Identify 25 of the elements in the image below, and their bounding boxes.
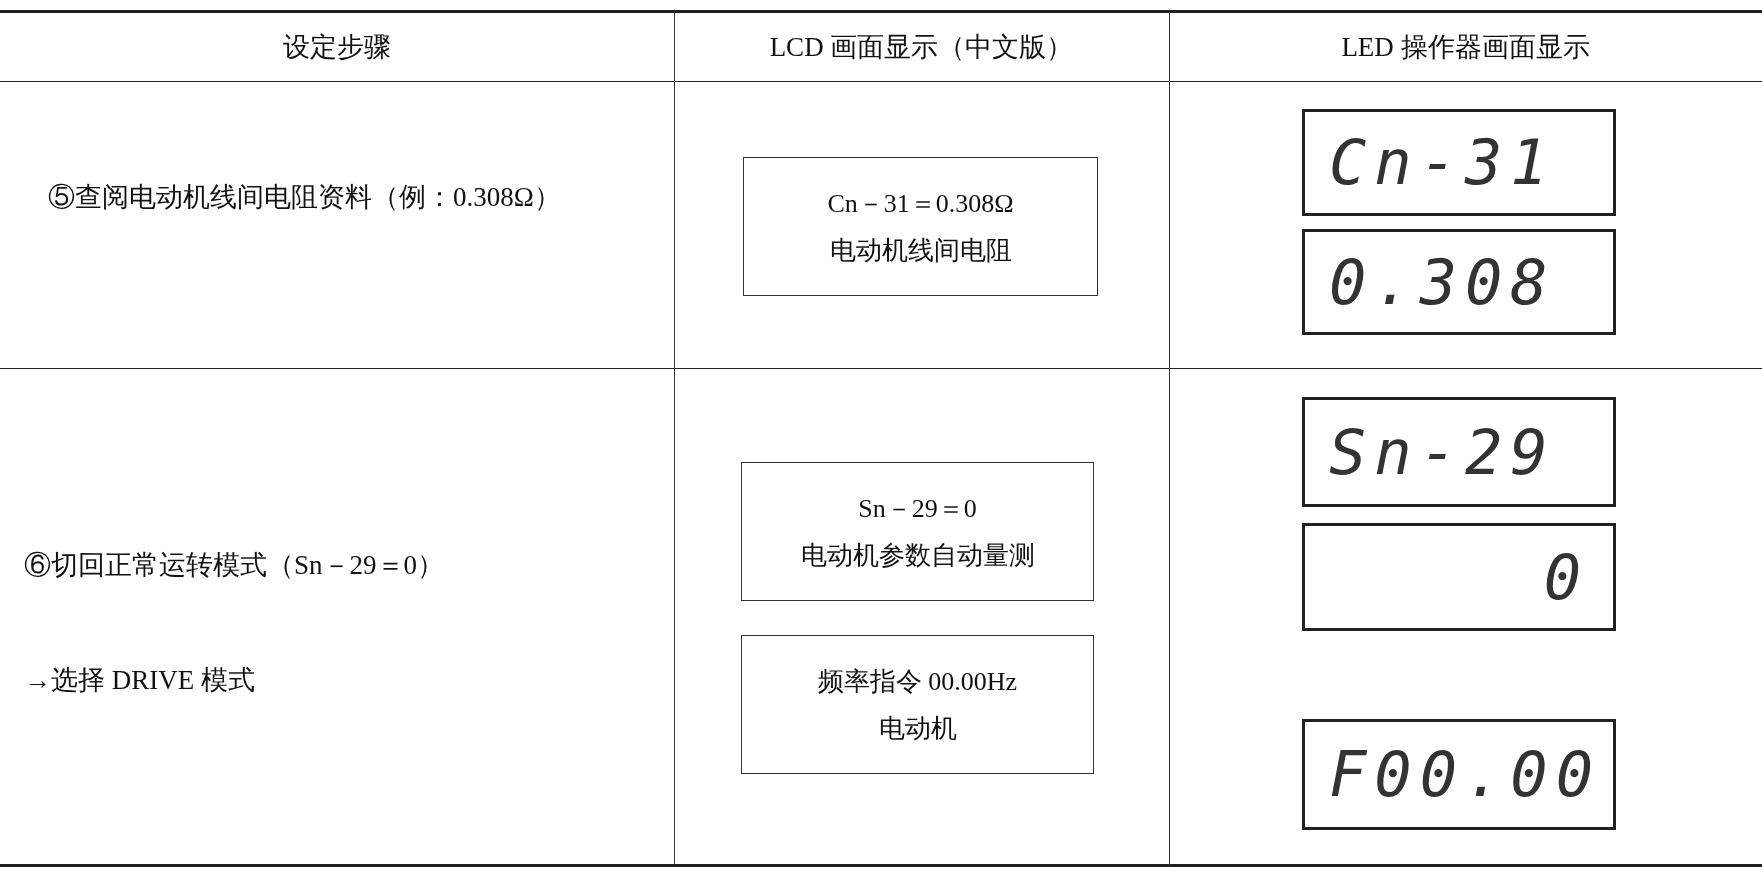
led-display [1302, 719, 1616, 830]
lcd-screen-box [743, 157, 1098, 296]
led-display [1302, 397, 1616, 507]
lcd-screen-box [741, 635, 1094, 774]
led-display [1302, 109, 1616, 216]
lcd-text: Cn－31＝0.308Ω [827, 187, 1014, 220]
lcd-text: 电动机参数自动量测 [800, 539, 1035, 572]
lcd-text: Sn－29＝0 [858, 492, 977, 525]
step-text: ⑤查阅电动机线间电阻资料（例：0.308Ω） [47, 181, 562, 214]
led-readout: 0 [1543, 540, 1589, 614]
led-readout: F00.00 [1329, 738, 1601, 811]
lcd-text: 频率指令 00.00Hz [817, 665, 1018, 698]
lcd-text: 电动机线间电阻 [829, 234, 1012, 267]
led-readout: Sn-29 [1329, 415, 1556, 489]
led-display [1302, 229, 1616, 335]
led-display [1302, 523, 1616, 631]
step-text: →选择 DRIVE 模式 [24, 664, 256, 697]
lcd-screen-box [741, 462, 1094, 601]
column-header: LED 操作器画面显示 [1340, 31, 1591, 64]
led-readout: 0.308 [1329, 245, 1556, 319]
column-header: 设定步骤 [282, 31, 392, 64]
lcd-text: 电动机 [878, 712, 957, 745]
column-header: LCD 画面显示（中文版） [768, 31, 1075, 64]
led-readout: Cn-31 [1329, 126, 1556, 199]
step-text: ⑥切回正常运转模式（Sn－29＝0） [24, 549, 446, 582]
